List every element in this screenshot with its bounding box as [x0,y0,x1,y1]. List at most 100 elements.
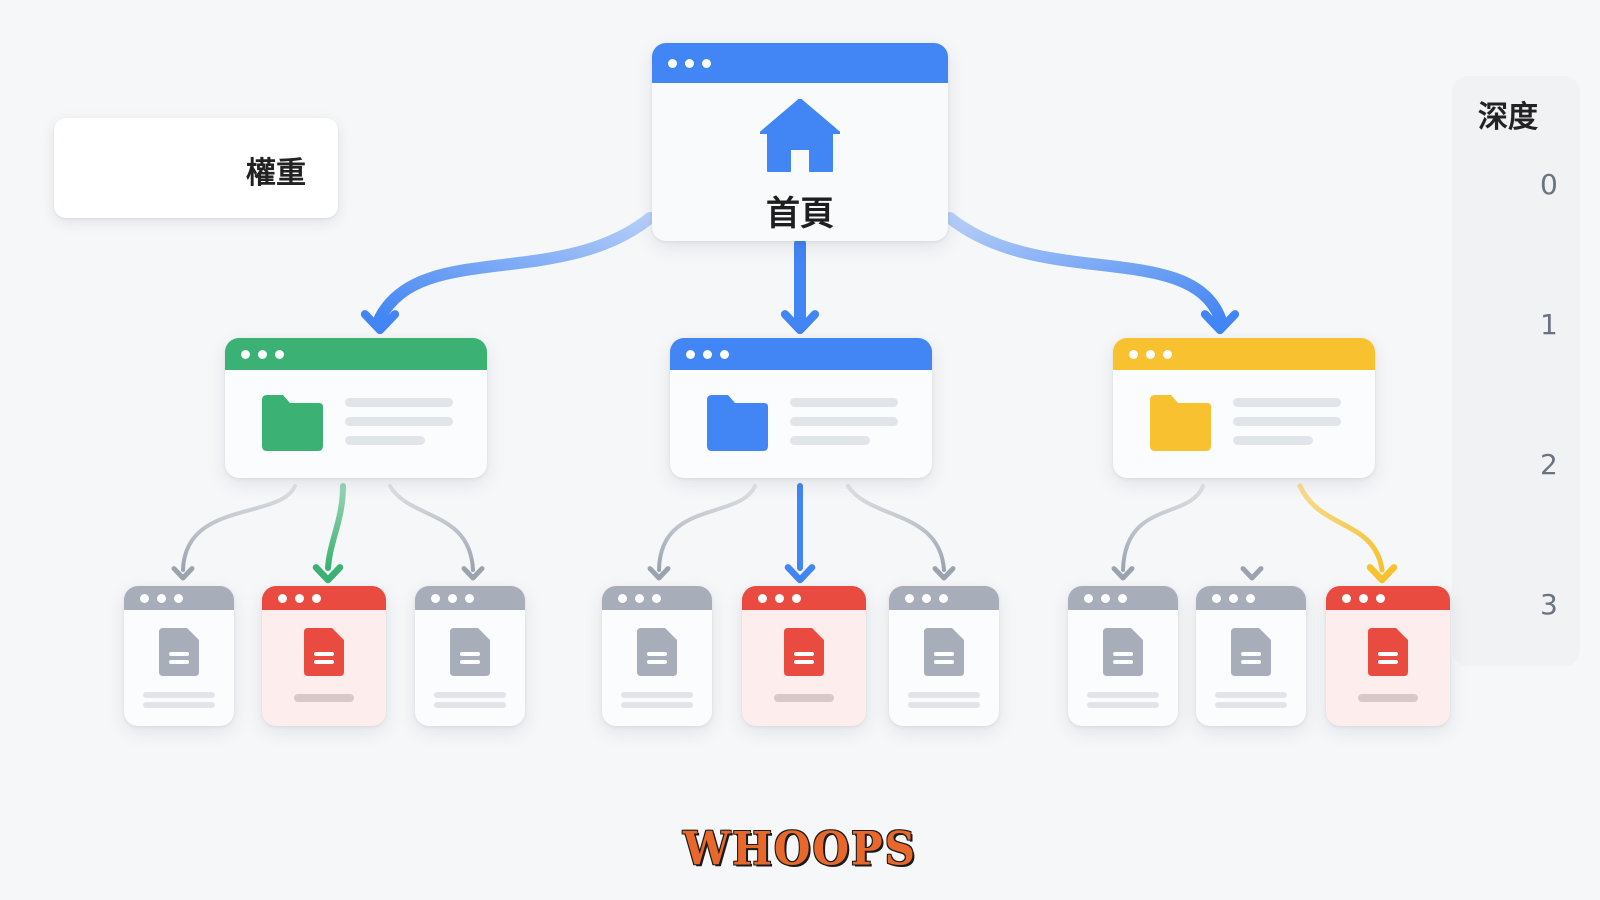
edge-root-blue [780,238,820,335]
edge-yellow-leaf2-arrowhead [1240,566,1264,581]
edge-blue-leaf3-line [846,484,946,572]
window-dot [702,58,711,68]
window-dot [922,593,931,603]
placeholder-text-lines [1233,398,1341,445]
edge-root-blue-arrowhead [780,310,820,335]
placeholder-text-lines [790,398,898,445]
placeholder-text-lines [294,694,354,702]
edge-green-leaf2-arrowhead [312,564,344,584]
edge-yellow-leaf3 [1297,483,1398,584]
window-dot [792,593,801,603]
window-dot [635,593,644,603]
edge-blue-leaf1-line [657,484,757,572]
window-dot [312,593,321,603]
legend-label: 權重 [246,156,306,191]
placeholder-text-lines [143,692,215,708]
edge-green-leaf2-line [325,483,346,571]
window-dot [140,593,149,603]
document-icon [1368,628,1408,676]
edge-green-leaf3-line [388,484,475,572]
category-card-green-titlebar [225,338,487,370]
edge-green-leaf2 [312,483,346,584]
edge-blue-leaf3 [846,484,956,581]
window-dot [465,593,474,603]
edge-root-green-arrowhead [360,310,400,335]
placeholder-text-lines [1215,692,1287,708]
page-card-3 [415,586,525,726]
edge-root-green-line [374,212,656,324]
watermark: WHOOPS [683,821,917,876]
edge-green-leaf3 [388,484,485,581]
window-dot [241,349,250,359]
edge-root-green [360,212,656,335]
placeholder-text-lines [345,398,453,445]
window-dot [1359,593,1368,603]
document-icon [450,628,490,676]
window-dot [1118,593,1127,603]
window-dot [1212,593,1221,603]
placeholder-text-lines [908,692,980,708]
document-icon [304,628,344,676]
edge-green-leaf3-arrowhead [461,566,485,581]
edge-blue-leaf1 [647,484,757,581]
page-card-1 [124,586,234,726]
document-icon [637,628,677,676]
edge-green-leaf1-line [181,484,297,572]
category-card-blue [670,338,932,478]
window-dot [295,593,304,603]
window-dot [618,593,627,603]
edge-blue-leaf2 [784,483,816,584]
window-dot [905,593,914,603]
placeholder-text-lines [1087,692,1159,708]
placeholder-text-lines [621,692,693,708]
page-card-8-titlebar [1196,586,1306,610]
edge-yellow-leaf1-arrowhead [1111,566,1135,581]
page-card-2-titlebar [262,586,386,610]
depth-label-1: 1 [1540,308,1558,341]
root-page-label: 首頁 [766,194,834,234]
edge-yellow-leaf3-line [1297,483,1385,573]
window-dot [1246,593,1255,603]
page-card-1-titlebar [124,586,234,610]
edge-yellow-leaf3-arrowhead [1366,564,1398,584]
placeholder-text-lines [434,692,506,708]
page-card-6-titlebar [889,586,999,610]
window-dot [775,593,784,603]
window-dot [157,593,166,603]
category-card-blue-titlebar [670,338,932,370]
document-icon [159,628,199,676]
edge-blue-leaf2-arrowhead [784,564,816,584]
edge-yellow-leaf2 [1240,484,1264,581]
edge-root-yellow [944,212,1240,335]
page-card-6 [889,586,999,726]
depth-label-3: 3 [1540,588,1558,621]
edge-root-yellow-line [944,212,1226,324]
placeholder-text-lines [1358,694,1418,702]
placeholder-text-lines [774,694,834,702]
window-dot [1084,593,1093,603]
edge-yellow-leaf1 [1111,484,1205,581]
window-dot [939,593,948,603]
page-card-3-titlebar [415,586,525,610]
page-card-8 [1196,586,1306,726]
window-dot [1342,593,1351,603]
window-dot [1101,593,1110,603]
window-dot [758,593,767,603]
window-dot [448,593,457,603]
edge-root-yellow-arrowhead [1200,310,1240,335]
page-card-4-titlebar [602,586,712,610]
page-card-7 [1068,586,1178,726]
category-card-yellow-titlebar [1113,338,1375,370]
window-dot [668,58,677,68]
legend-box [54,118,338,218]
window-dot [1376,593,1385,603]
page-card-5 [742,586,866,726]
page-card-5-titlebar [742,586,866,610]
folder-icon [1150,395,1211,451]
window-dot [685,58,694,68]
root-page-card-titlebar [652,43,948,83]
window-dot [686,349,695,359]
window-dot [1229,593,1238,603]
folder-icon [262,395,323,451]
depth-label-0: 0 [1540,168,1558,201]
